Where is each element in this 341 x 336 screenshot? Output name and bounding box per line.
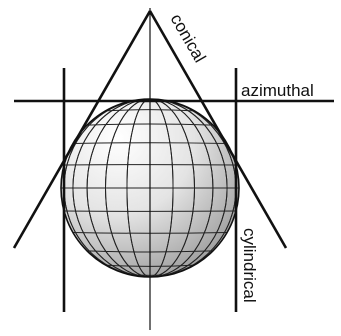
label-conical: conical [167,11,210,66]
label-cylindrical: cylindrical [240,228,259,303]
label-azimuthal: azimuthal [241,81,314,100]
